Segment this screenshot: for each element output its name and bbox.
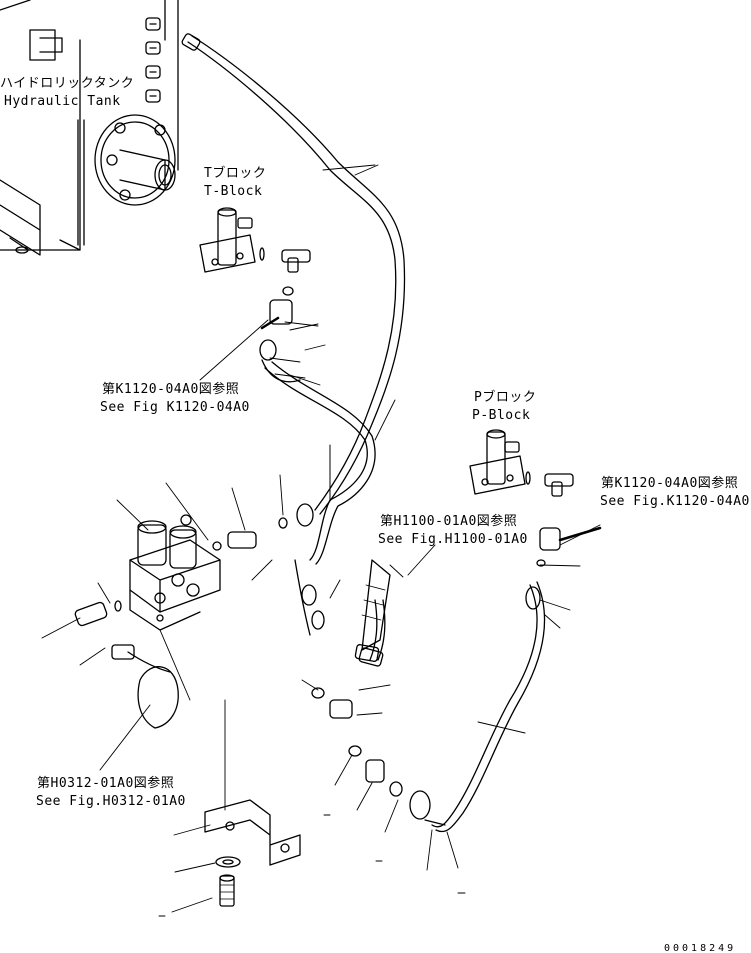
p-block — [469, 429, 574, 497]
solenoid-valve — [129, 514, 257, 631]
p-block-fitting — [525, 526, 602, 610]
ref-h1100-jp: 第H1100-01A0図参照 — [380, 514, 518, 529]
ref-k1120-left-en: See Fig K1120-04A0 — [100, 400, 250, 415]
ref-h1100-en: See Fig.H1100-01A0 — [378, 532, 528, 547]
middle-hose — [264, 361, 376, 565]
ref-h0312-en: See Fig.H0312-01A0 — [36, 794, 186, 809]
ref-k1120-right-en: See Fig.K1120-04A0 — [600, 494, 750, 509]
return-hose — [181, 33, 406, 515]
lower-parts — [159, 599, 403, 907]
p-block-label-en: P-Block — [472, 408, 531, 423]
marks — [158, 814, 466, 917]
ref-k1120-left-jp: 第K1120-04A0図参照 — [102, 382, 240, 397]
pressure-hose — [409, 581, 546, 833]
t-block-fittings — [259, 286, 319, 383]
hydraulic-tank-label-en: Hydraulic Tank — [4, 94, 121, 109]
ref-k1120-right-jp: 第K1120-04A0図参照 — [601, 476, 739, 491]
p-block-label-jp: Pブロック — [474, 390, 537, 405]
ref-h0312-jp: 第H0312-01A0図参照 — [37, 776, 175, 791]
valve-fittings — [278, 517, 325, 636]
t-block-label-en: T-Block — [204, 184, 263, 199]
leader-lines — [41, 164, 601, 913]
t-block-label-jp: Tブロック — [204, 166, 267, 181]
hydraulic-tank-label-jp: ハイドロリックタンク — [0, 76, 135, 91]
t-block — [199, 207, 311, 273]
filter-hose — [354, 559, 391, 662]
drawing-id: 00018249 — [664, 943, 737, 953]
hydraulic-tank — [0, 0, 179, 256]
